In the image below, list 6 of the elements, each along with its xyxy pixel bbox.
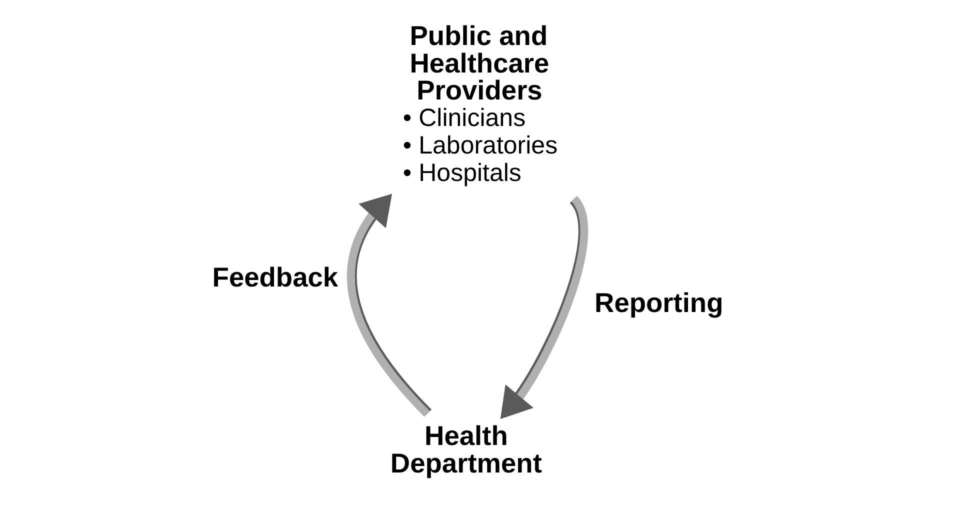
node-text: Health Department (390, 420, 542, 479)
edge-label: Feedback (212, 261, 338, 292)
edge-label: Reporting (594, 287, 723, 318)
arrow (346, 194, 432, 417)
node-text: Public and Healthcare Providers • Clinicians • Laboratories • Hospitals (402, 20, 558, 187)
arrow (500, 196, 588, 420)
